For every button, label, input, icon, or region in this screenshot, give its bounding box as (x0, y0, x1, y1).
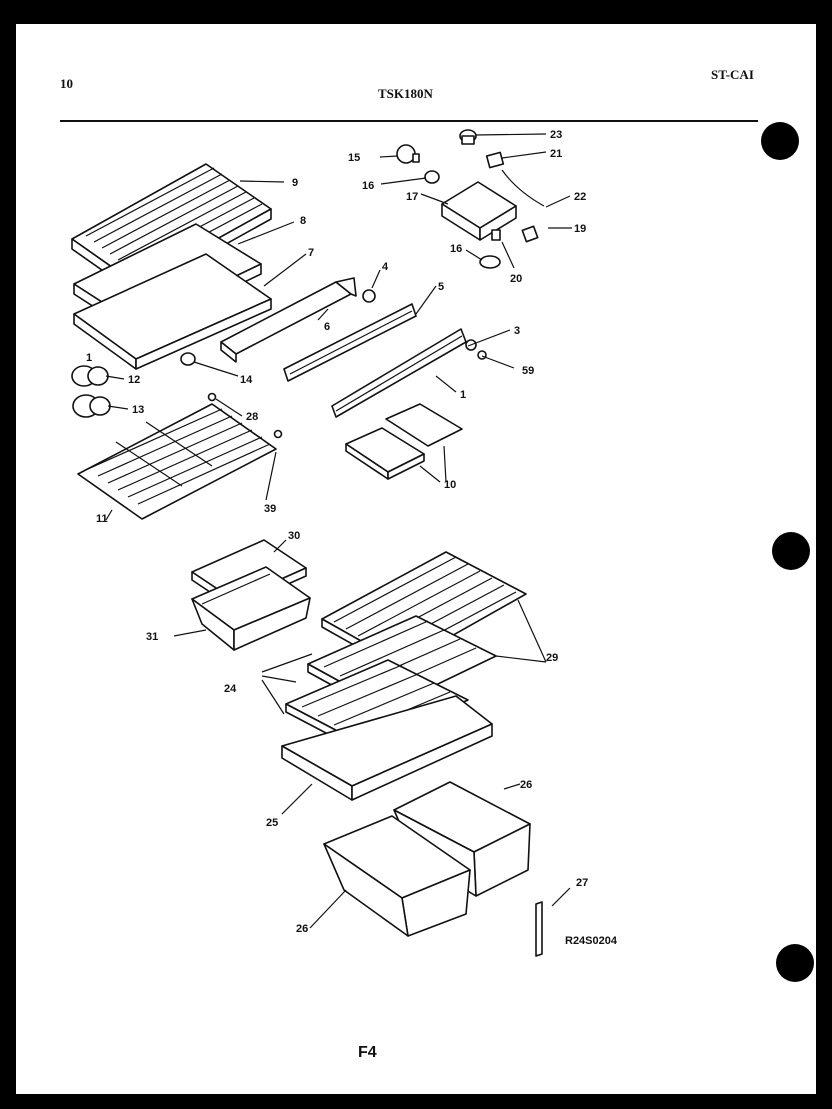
label-30: 30 (288, 530, 300, 542)
model-number: TSK180N (378, 86, 433, 101)
bracket-20 (491, 229, 501, 241)
header-rule (60, 120, 758, 122)
label-7: 7 (308, 247, 314, 259)
bracket-6 (220, 277, 357, 363)
part-labels: 9 8 7 6 5 4 3 59 1 1 12 13 14 28 39 11 1… (86, 129, 588, 935)
parts-sheet: 10 TSK180N ST-CAI (16, 24, 816, 1094)
divider-27 (535, 901, 543, 957)
label-23: 23 (550, 129, 562, 141)
catalog-code: ST-CAI (711, 67, 754, 82)
hinge-cap-13 (72, 394, 111, 418)
knob-18 (479, 255, 501, 269)
thermostat-21 (485, 151, 505, 169)
label-12: 12 (128, 374, 140, 386)
label-9: 9 (292, 177, 298, 189)
figure-label: F4 (358, 1044, 377, 1061)
label-1-rail: 1 (460, 389, 466, 401)
light-housing-17 (441, 181, 517, 241)
clip-14 (180, 352, 196, 366)
label-10: 10 (444, 479, 456, 491)
rail-1 (331, 328, 467, 418)
screw-3-59 (465, 339, 487, 360)
label-11: 11 (96, 513, 108, 525)
label-25: 25 (266, 817, 278, 829)
rail-5 (283, 303, 417, 382)
switch-19 (521, 225, 539, 243)
label-24: 24 (224, 683, 237, 695)
label-3: 3 (514, 325, 520, 337)
shelf-glass-7 (73, 253, 272, 370)
cap-23 (459, 129, 477, 145)
hinge-cap-12 (71, 365, 109, 387)
exploded-parts-diagram: 9 8 7 6 5 4 3 59 1 1 12 13 14 28 39 11 1… (71, 129, 588, 957)
label-15: 15 (348, 152, 360, 164)
label-4: 4 (382, 261, 389, 273)
label-20: 20 (510, 273, 522, 285)
binder-hole (776, 944, 814, 982)
label-5: 5 (438, 281, 444, 293)
binder-hole (772, 532, 810, 570)
drawing-reference: R24S0204 (565, 935, 617, 947)
label-31: 31 (146, 631, 158, 643)
pan-31 (191, 566, 311, 651)
label-28: 28 (246, 411, 258, 423)
label-27: 27 (576, 877, 588, 889)
label-16-socket: 16 (362, 180, 374, 192)
light-bulb-15 (396, 144, 420, 164)
label-6: 6 (324, 321, 330, 333)
wire-shelf-11 (77, 392, 283, 520)
label-1-cap: 1 (86, 352, 92, 364)
spacer-4 (362, 289, 376, 303)
label-26-back: 26 (520, 779, 532, 791)
label-19: 19 (574, 223, 586, 235)
label-29: 29 (546, 652, 558, 664)
label-8: 8 (300, 215, 306, 227)
socket-16 (424, 170, 440, 184)
crisper-cover-25 (281, 695, 493, 801)
label-59: 59 (522, 365, 534, 377)
label-39: 39 (264, 503, 276, 515)
label-16-knob: 16 (450, 243, 462, 255)
label-17: 17 (406, 191, 418, 203)
page-number: 10 (60, 76, 73, 91)
label-21: 21 (550, 148, 562, 160)
label-22: 22 (574, 191, 586, 203)
egg-tray-10 (345, 403, 463, 480)
crisper-drawer-26-front (323, 815, 471, 937)
label-14: 14 (240, 374, 253, 386)
label-13: 13 (132, 404, 144, 416)
label-26-front: 26 (296, 923, 308, 935)
leader-lines (105, 133, 572, 929)
wire-22 (501, 169, 545, 207)
binder-hole (761, 122, 799, 160)
